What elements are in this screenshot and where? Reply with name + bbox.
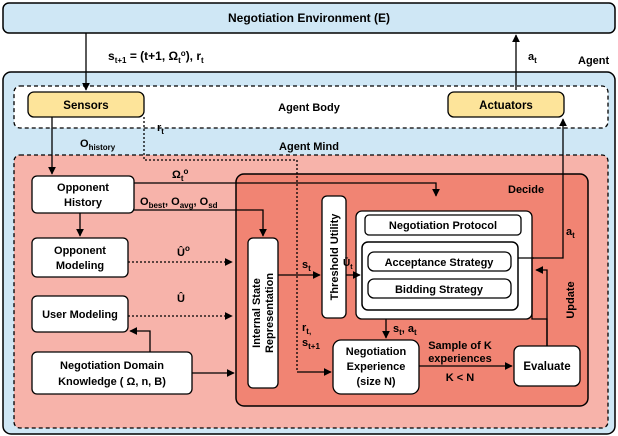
s-t1-label: st+1 [302, 337, 320, 351]
negotiation-experience-box [332, 339, 420, 395]
agent-label: Agent [578, 55, 610, 67]
agent-body-label: Agent Body [278, 102, 341, 114]
opponent-modeling-line2: Modeling [56, 260, 104, 272]
internal-state-line1: Internal State [251, 278, 263, 348]
opponent-modeling-line1: Opponent [54, 245, 106, 257]
acceptance-strategy-label: Acceptance Strategy [385, 257, 495, 269]
internal-state-line2: Representation [264, 273, 276, 353]
actuators-label: Actuators [479, 100, 533, 112]
threshold-utility-box [321, 195, 347, 319]
domain-knowledge-line2: Knowledge ( Ω, n, B) [58, 376, 166, 388]
opponent-history-line2: History [64, 197, 103, 209]
reward-dotted-path [143, 117, 298, 372]
a-t-right-label: at [566, 226, 575, 240]
k-lt-n-label: K < N [446, 372, 474, 384]
o-history-label: Ohistory [80, 138, 116, 152]
sample-line2: experiences [428, 353, 492, 365]
u-t-label: Ūt [343, 257, 353, 271]
sample-line1: Sample of K [428, 340, 492, 352]
environment-box [2, 2, 616, 34]
user-modeling-label: User Modeling [42, 309, 118, 321]
o-stats-label: Obest, Oavg, Osd [140, 196, 218, 210]
domain-to-user-arrow [129, 327, 151, 352]
sensors-label: Sensors [63, 100, 108, 112]
o-stats-arrow [134, 209, 267, 237]
s-a-label: st, at [393, 323, 417, 337]
negotiation-protocol-label: Negotiation Protocol [389, 220, 497, 232]
negotiation-experience-line3: (size N) [356, 376, 395, 388]
omega-arrow [134, 182, 440, 197]
internal-state-box [247, 237, 279, 389]
evaluate-label: Evaluate [523, 361, 570, 373]
domain-knowledge-line1: Negotiation Domain [60, 360, 164, 372]
opponent-history-line1: Opponent [57, 182, 109, 194]
environment-title: Negotiation Environment (E) [228, 11, 390, 25]
state-signal-label: st+1 = (t+1, Ωto), rt [108, 49, 204, 65]
decide-label: Decide [508, 184, 544, 196]
update-arrow-head [535, 266, 548, 346]
omega-o-label: Ωto [172, 167, 189, 183]
r-t-label: rt [157, 122, 164, 136]
actuators-box [447, 91, 565, 118]
negotiation-protocol-box [364, 214, 522, 236]
action-to-actuators-arrow [518, 118, 567, 259]
bidding-strategy-label: Bidding Strategy [395, 284, 484, 296]
user-modeling-box [31, 295, 129, 333]
acceptance-strategy-box [367, 251, 512, 272]
sensors-box [27, 91, 145, 118]
action-up-label: at [528, 51, 537, 65]
r-t2-label: rt, [302, 322, 311, 336]
negotiation-experience-line1: Negotiation [346, 346, 407, 358]
u-hat-label: Û [177, 292, 185, 305]
opponent-modeling-box [31, 237, 129, 278]
agent-mind-label: Agent Mind [279, 141, 339, 153]
opponent-history-box [31, 175, 135, 214]
negotiation-experience-line2: Experience [347, 361, 406, 373]
threshold-utility-label: Threshold Utility [329, 213, 341, 301]
u-hat-o-label: Ûo [177, 244, 190, 259]
bidding-strategy-box [367, 278, 512, 299]
update-label: Update [565, 281, 577, 318]
s-t-label: st [302, 259, 311, 273]
